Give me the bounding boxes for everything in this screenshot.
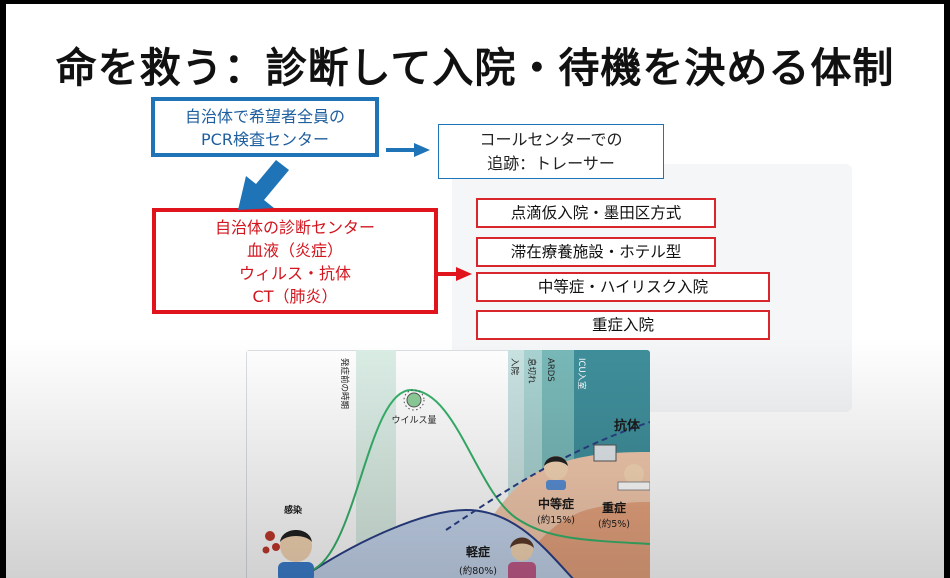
mild-label: 軽症 (466, 544, 490, 559)
phase-admission: 入院 (509, 358, 520, 376)
arrow-pcr-to-diagnosis (238, 160, 289, 210)
call-line-2: 追跡：トレーサー (487, 154, 615, 173)
diag-line-4: CT（肺炎） (252, 287, 338, 306)
mild-area (296, 510, 576, 578)
diag-line-2: 血液（炎症） (246, 241, 343, 260)
phase-icu: ICU入室 (576, 358, 587, 390)
option-severe-admission: 重症入院 (476, 310, 770, 340)
flow-arrows (238, 143, 472, 281)
call-line-1: コールセンターでの (479, 130, 623, 149)
phase-breathless: 息切れ (526, 358, 537, 384)
diag-line-3: ウィルス・抗体 (238, 264, 351, 283)
infection-label: 感染 (284, 504, 303, 516)
virus-icon (403, 389, 425, 411)
diagnosis-center-box: 自治体の診断センター 血液（炎症） ウィルス・抗体 CT（肺炎） (152, 208, 438, 314)
option-moderate-admission: 中等症・ハイリスク入院 (476, 272, 770, 302)
virus-label: ウイルス量 (391, 415, 436, 426)
antibody-label: 抗体 (614, 418, 641, 434)
pcr-line-1: 自治体で希望者全員の (184, 107, 345, 126)
moderate-patient-icon (544, 456, 568, 490)
moderate-pct: (約15%) (537, 514, 575, 526)
call-center-box: コールセンターでの 追跡：トレーサー (438, 124, 664, 179)
mild-curve (295, 508, 577, 578)
arrow-diagnosis-to-options (438, 267, 472, 281)
severe-pct: (約5%) (598, 518, 630, 530)
pcr-center-box: 自治体で希望者全員の PCR検査センター (151, 97, 379, 157)
moderate-label: 中等症 (538, 496, 574, 511)
phase-pre-onset: 発症前の時期 (339, 358, 350, 409)
option-hotel-stay: 滞在療養施設・ホテル型 (476, 237, 716, 267)
option-drip-admission: 点滴仮入院・墨田区方式 (476, 198, 716, 228)
pcr-line-2: PCR検査センター (201, 130, 329, 149)
slide: 命を救う：診断して入院・待機を決める体制 自治体で希望者全員の PCR検査センタ… (6, 4, 944, 578)
mild-pct: (約80%) (459, 565, 497, 577)
diag-line-1: 自治体の診断センター (214, 218, 375, 237)
infected-person-icon (262, 530, 314, 578)
slide-title: 命を救う：診断して入院・待機を決める体制 (55, 44, 895, 92)
mild-patient-icon (508, 537, 536, 578)
virus-load-curve (305, 388, 650, 573)
disease-course-graph: ウイルス量 発症前の時期 入院 息切れ ARDS ICU入室 抗体 感染 (246, 350, 650, 578)
arrow-pcr-to-call (386, 143, 430, 157)
severe-label: 重症 (602, 500, 626, 515)
phase-ards: ARDS (545, 358, 555, 382)
severe-patient-icon (593, 444, 650, 491)
